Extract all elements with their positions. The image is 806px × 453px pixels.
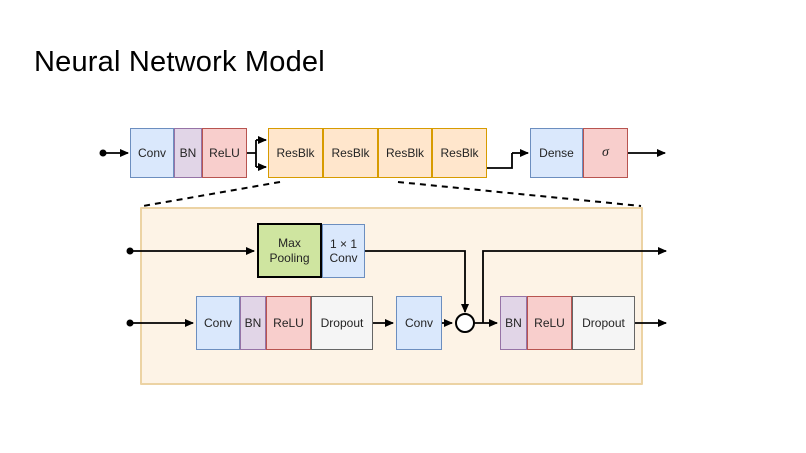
resblk-block-4: ResBlk [432, 128, 487, 178]
expansion-line-left [142, 181, 281, 207]
detail-bn-block: BN [240, 296, 266, 350]
post-relu-block: ReLU [527, 296, 572, 350]
max-pooling-block: Max Pooling [257, 223, 322, 278]
resblk-block-2: ResBlk [323, 128, 378, 178]
post-dropout-block: Dropout [572, 296, 635, 350]
skip-input-dot [126, 247, 134, 255]
bn-block: BN [174, 128, 202, 178]
resblk-block-1: ResBlk [268, 128, 323, 178]
main-input-dot [126, 319, 134, 327]
resblk-out-elbow [487, 153, 513, 169]
detail-conv2-block: Conv [396, 296, 442, 350]
split-bracket [247, 140, 257, 167]
sigma-activation-block: σ [583, 128, 628, 178]
relu-block: ReLU [202, 128, 247, 178]
resblk-block-3: ResBlk [378, 128, 432, 178]
conv-block: Conv [130, 128, 174, 178]
detail-dropout-block: Dropout [311, 296, 373, 350]
detail-conv-block: Conv [196, 296, 240, 350]
post-bn-block: BN [500, 296, 527, 350]
page-title: Neural Network Model [34, 46, 325, 78]
detail-relu-block: ReLU [266, 296, 311, 350]
input-dot [99, 149, 107, 157]
dense-block: Dense [530, 128, 583, 178]
conv-1x1-block: 1 × 1 Conv [322, 224, 365, 278]
expansion-line-right [397, 181, 642, 207]
